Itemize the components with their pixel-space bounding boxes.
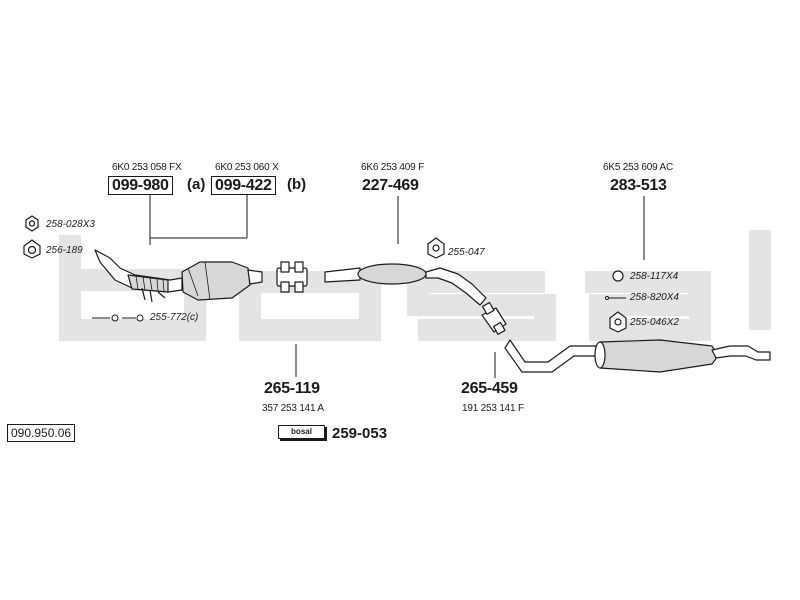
- part-number[interactable]: 265-119: [264, 380, 320, 397]
- sensor-bracket: [141, 287, 166, 303]
- oem-number: 6K6 253 409 F: [361, 162, 425, 173]
- middle-silencer-pipe: [324, 267, 361, 283]
- bolt-set-icon: [92, 314, 144, 322]
- catalog-number: 090.950.06: [7, 424, 76, 442]
- accessory-label: 258-028X3: [46, 219, 95, 230]
- part-number[interactable]: 099-980: [108, 176, 173, 195]
- catalytic-converter: [181, 261, 251, 301]
- oem-number: 6K0 253 060 X: [215, 162, 279, 173]
- part-number[interactable]: 259-053: [332, 425, 388, 442]
- rubber-hanger-icon: [427, 237, 445, 259]
- accessory-label: 256-189: [46, 245, 83, 256]
- accessory-label: 255-772(c): [150, 312, 199, 323]
- oem-number: 6K0 253 058 FX: [112, 162, 182, 173]
- bosal-kit-badge: bosal: [278, 425, 325, 439]
- accessory-label: 255-047: [448, 247, 485, 258]
- rubber-hanger-icon: [609, 311, 627, 333]
- flange-gasket-icon: [23, 239, 41, 259]
- oem-number: 191 253 141 F: [462, 403, 524, 414]
- ring-icon: [612, 270, 624, 282]
- oem-number: 6K5 253 609 AC: [603, 162, 674, 173]
- flange-clamp-265-119: [276, 261, 308, 293]
- accessory-label: 258-820X4: [630, 292, 679, 303]
- variant-suffix: (a): [187, 176, 206, 193]
- accessory-label: 258-117X4: [630, 271, 679, 282]
- nut-icon: [25, 215, 39, 232]
- part-number[interactable]: 099-422: [211, 176, 276, 195]
- flange-clamp-265-459: [481, 301, 507, 335]
- bolt-icon: [605, 296, 626, 300]
- tail-pipe: [711, 345, 771, 361]
- part-number[interactable]: 265-459: [461, 380, 518, 397]
- accessory-label: 255-046X2: [630, 317, 679, 328]
- part-number[interactable]: 227-469: [362, 177, 419, 194]
- oem-number: 357 253 141 A: [262, 403, 324, 414]
- variant-suffix: (b): [287, 176, 307, 193]
- part-number[interactable]: 283-513: [610, 177, 667, 194]
- rear-silencer: [599, 339, 719, 373]
